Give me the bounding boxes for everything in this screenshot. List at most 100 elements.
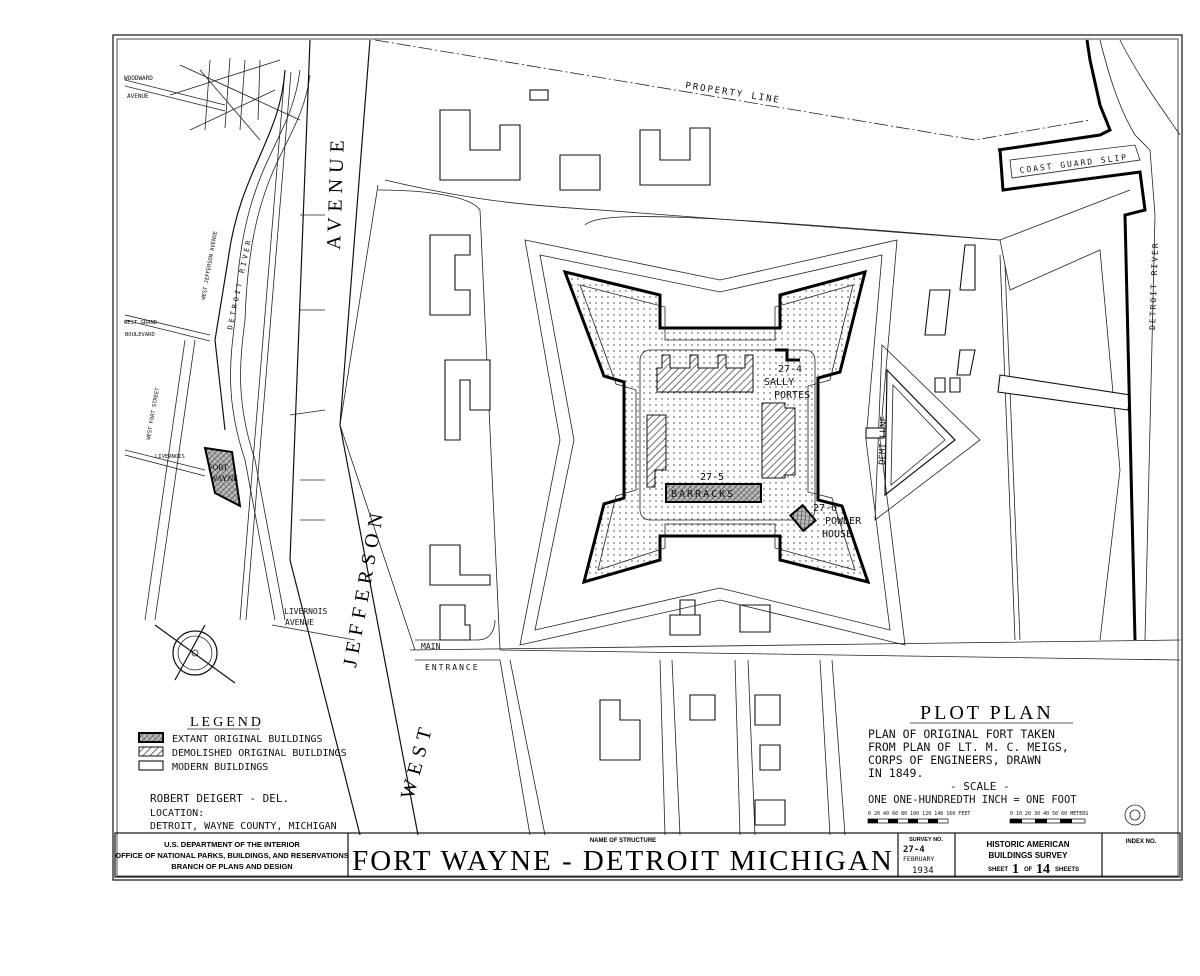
main-label: MAIN	[421, 642, 440, 651]
legend: LEGEND EXTANT ORIGINAL BUILDINGS DEMOLIS…	[138, 715, 347, 773]
parade-ground	[639, 349, 816, 521]
modern-building	[639, 127, 711, 186]
powder-house-number: 27-6	[813, 503, 837, 514]
plot-plan-note: PLAN OF ORIGINAL FORT TAKEN	[868, 727, 1055, 741]
structure-name: FORT WAYNE - DETROIT MICHIGAN	[352, 845, 894, 877]
inset-label: LIVERNOIS	[155, 454, 185, 460]
legend-swatch-modern	[138, 760, 164, 771]
modern-building	[444, 359, 491, 441]
sheet-label: SHEET	[988, 867, 1008, 873]
livernois-label: AVENUE	[285, 618, 314, 627]
inset-label: WEST FORT STREET	[146, 386, 161, 440]
powder-house-label: HOUSE	[822, 529, 852, 540]
legend-item: DEMOLISHED ORIGINAL BUILDINGS	[172, 748, 347, 759]
survey-label: SURVEY NO.	[909, 837, 943, 843]
legend-item: MODERN BUILDINGS	[172, 762, 268, 773]
sally-portes-label: PORTES	[774, 390, 810, 401]
feet-scale-bar	[867, 818, 949, 824]
sally-portes-number: 27-4	[778, 364, 802, 375]
meters-scale-bar	[1009, 818, 1086, 824]
demolished-building	[761, 402, 796, 479]
glacis-outer	[519, 239, 906, 646]
compass-rose-icon	[154, 624, 236, 684]
plot-plan-note: FROM PLAN OF LT. M. C. MEIGS,	[868, 740, 1069, 754]
rampart	[562, 269, 871, 585]
modern-building	[529, 89, 549, 101]
fort-wayne-inset-marker	[203, 446, 242, 508]
legend-item: EXTANT ORIGINAL BUILDINGS	[172, 734, 323, 745]
barracks-number: 27-5	[700, 472, 724, 483]
sheets-label: SHEETS	[1055, 867, 1079, 873]
meters-scale-label: 0 10 20 30 40 50 60 METERS	[1010, 811, 1088, 817]
habs-line: BUILDINGS SURVEY	[989, 851, 1069, 860]
modern-building	[669, 599, 701, 636]
plot-plan-notes: PLOT PLAN PLAN OF ORIGINAL FORT TAKEN FR…	[867, 702, 1146, 826]
survey-date-month: FEBRUARY	[903, 855, 934, 863]
inset-label: WAYNE	[210, 474, 238, 483]
inset-label: WEST JEFFERSON AVENUE	[201, 231, 219, 301]
delineator: ROBERT DEIGERT - DEL.	[150, 792, 289, 805]
jefferson-avenue: AVENUE JEFFERSON WEST	[289, 39, 439, 836]
plot-plan-note: IN 1849.	[868, 766, 923, 780]
modern-building	[599, 699, 641, 761]
barracks-label: BARRACKS	[671, 489, 735, 500]
scale-title: - SCALE -	[950, 780, 1010, 793]
agency-line: OFFICE OF NATIONAL PARKS, BUILDINGS, AND…	[115, 851, 348, 860]
avenue-label: AVENUE	[323, 134, 349, 250]
legend-title: LEGEND	[190, 715, 264, 730]
agency-line: BRANCH OF PLANS AND DESIGN	[171, 862, 292, 871]
legend-swatch-extant	[138, 732, 164, 743]
sally-port	[775, 348, 800, 362]
legend-swatch-demolished	[138, 746, 164, 757]
modern-building	[429, 544, 491, 586]
rampart-inner	[579, 284, 856, 571]
demi-lune	[884, 368, 956, 497]
inset-label: WEST GRAND	[124, 320, 157, 326]
inset-label: WOODWARD	[124, 75, 153, 82]
property-line	[374, 39, 1091, 141]
sheet-total: 14	[1036, 862, 1050, 877]
plot-plan-title: PLOT PLAN	[920, 702, 1054, 724]
powder-house-label: POWDER	[825, 516, 862, 527]
modern-building	[739, 604, 771, 633]
downtown-grid	[169, 57, 301, 141]
inset-label: FORT	[208, 463, 228, 472]
scale-text: ONE ONE-HUNDREDTH INCH = ONE FOOT	[868, 794, 1077, 806]
powder-house-building	[789, 503, 817, 533]
site-roads	[339, 179, 1181, 836]
modern-building	[429, 234, 471, 316]
feet-scale-label: 0 20 40 60 80 100 120 140 160 FEET	[868, 811, 970, 817]
index-label: INDEX NO.	[1126, 839, 1157, 845]
livernois-label: LIVERNOIS	[284, 607, 328, 616]
barracks-building	[665, 483, 762, 503]
sheet-border-inner	[116, 38, 1179, 877]
property-line-label: PROPERTY LINE	[685, 81, 782, 106]
detroit-river-label: DETROIT RIVER	[1148, 241, 1160, 330]
sheet-number: 1	[1012, 862, 1019, 877]
habs-line: HISTORIC AMERICAN	[986, 840, 1069, 849]
modern-building	[689, 694, 716, 721]
demolished-building	[646, 414, 667, 488]
modern-building	[997, 374, 1131, 411]
modern-building	[439, 604, 471, 641]
name-of-structure-label: NAME OF STRUCTURE	[590, 838, 656, 844]
entrance-label: ENTRANCE	[425, 663, 480, 672]
title-block: U.S. DEPARTMENT OF THE INTERIOR OFFICE O…	[114, 832, 1181, 878]
modern-buildings	[429, 89, 1131, 826]
sheet-border	[112, 34, 1183, 881]
sally-portes-label: SALLY	[764, 377, 794, 388]
plot-plan-note: CORPS OF ENGINEERS, DRAWN	[868, 753, 1041, 767]
location-value: DETROIT, WAYNE COUNTY, MICHIGAN	[150, 821, 337, 832]
inset-location-map: WOODWARD AVENUE WEST JEFFERSON AVENUE DE…	[124, 57, 311, 621]
modern-building	[559, 154, 601, 191]
agency-line: U.S. DEPARTMENT OF THE INTERIOR	[164, 840, 300, 849]
inset-label: DETROIT RIVER	[226, 237, 253, 330]
demi-lune-label: DEMI LUNE	[878, 416, 890, 465]
survey-number: 27-4	[903, 845, 925, 855]
seal-icon	[1124, 804, 1146, 826]
demolished-building	[656, 354, 754, 393]
location-label: LOCATION:	[150, 808, 204, 819]
west-label: WEST	[397, 720, 439, 801]
fort-plan: DEMI LUNE 27-4 SALLY PORTES 27-5 BARRACK…	[519, 239, 981, 646]
modern-building	[439, 109, 521, 181]
